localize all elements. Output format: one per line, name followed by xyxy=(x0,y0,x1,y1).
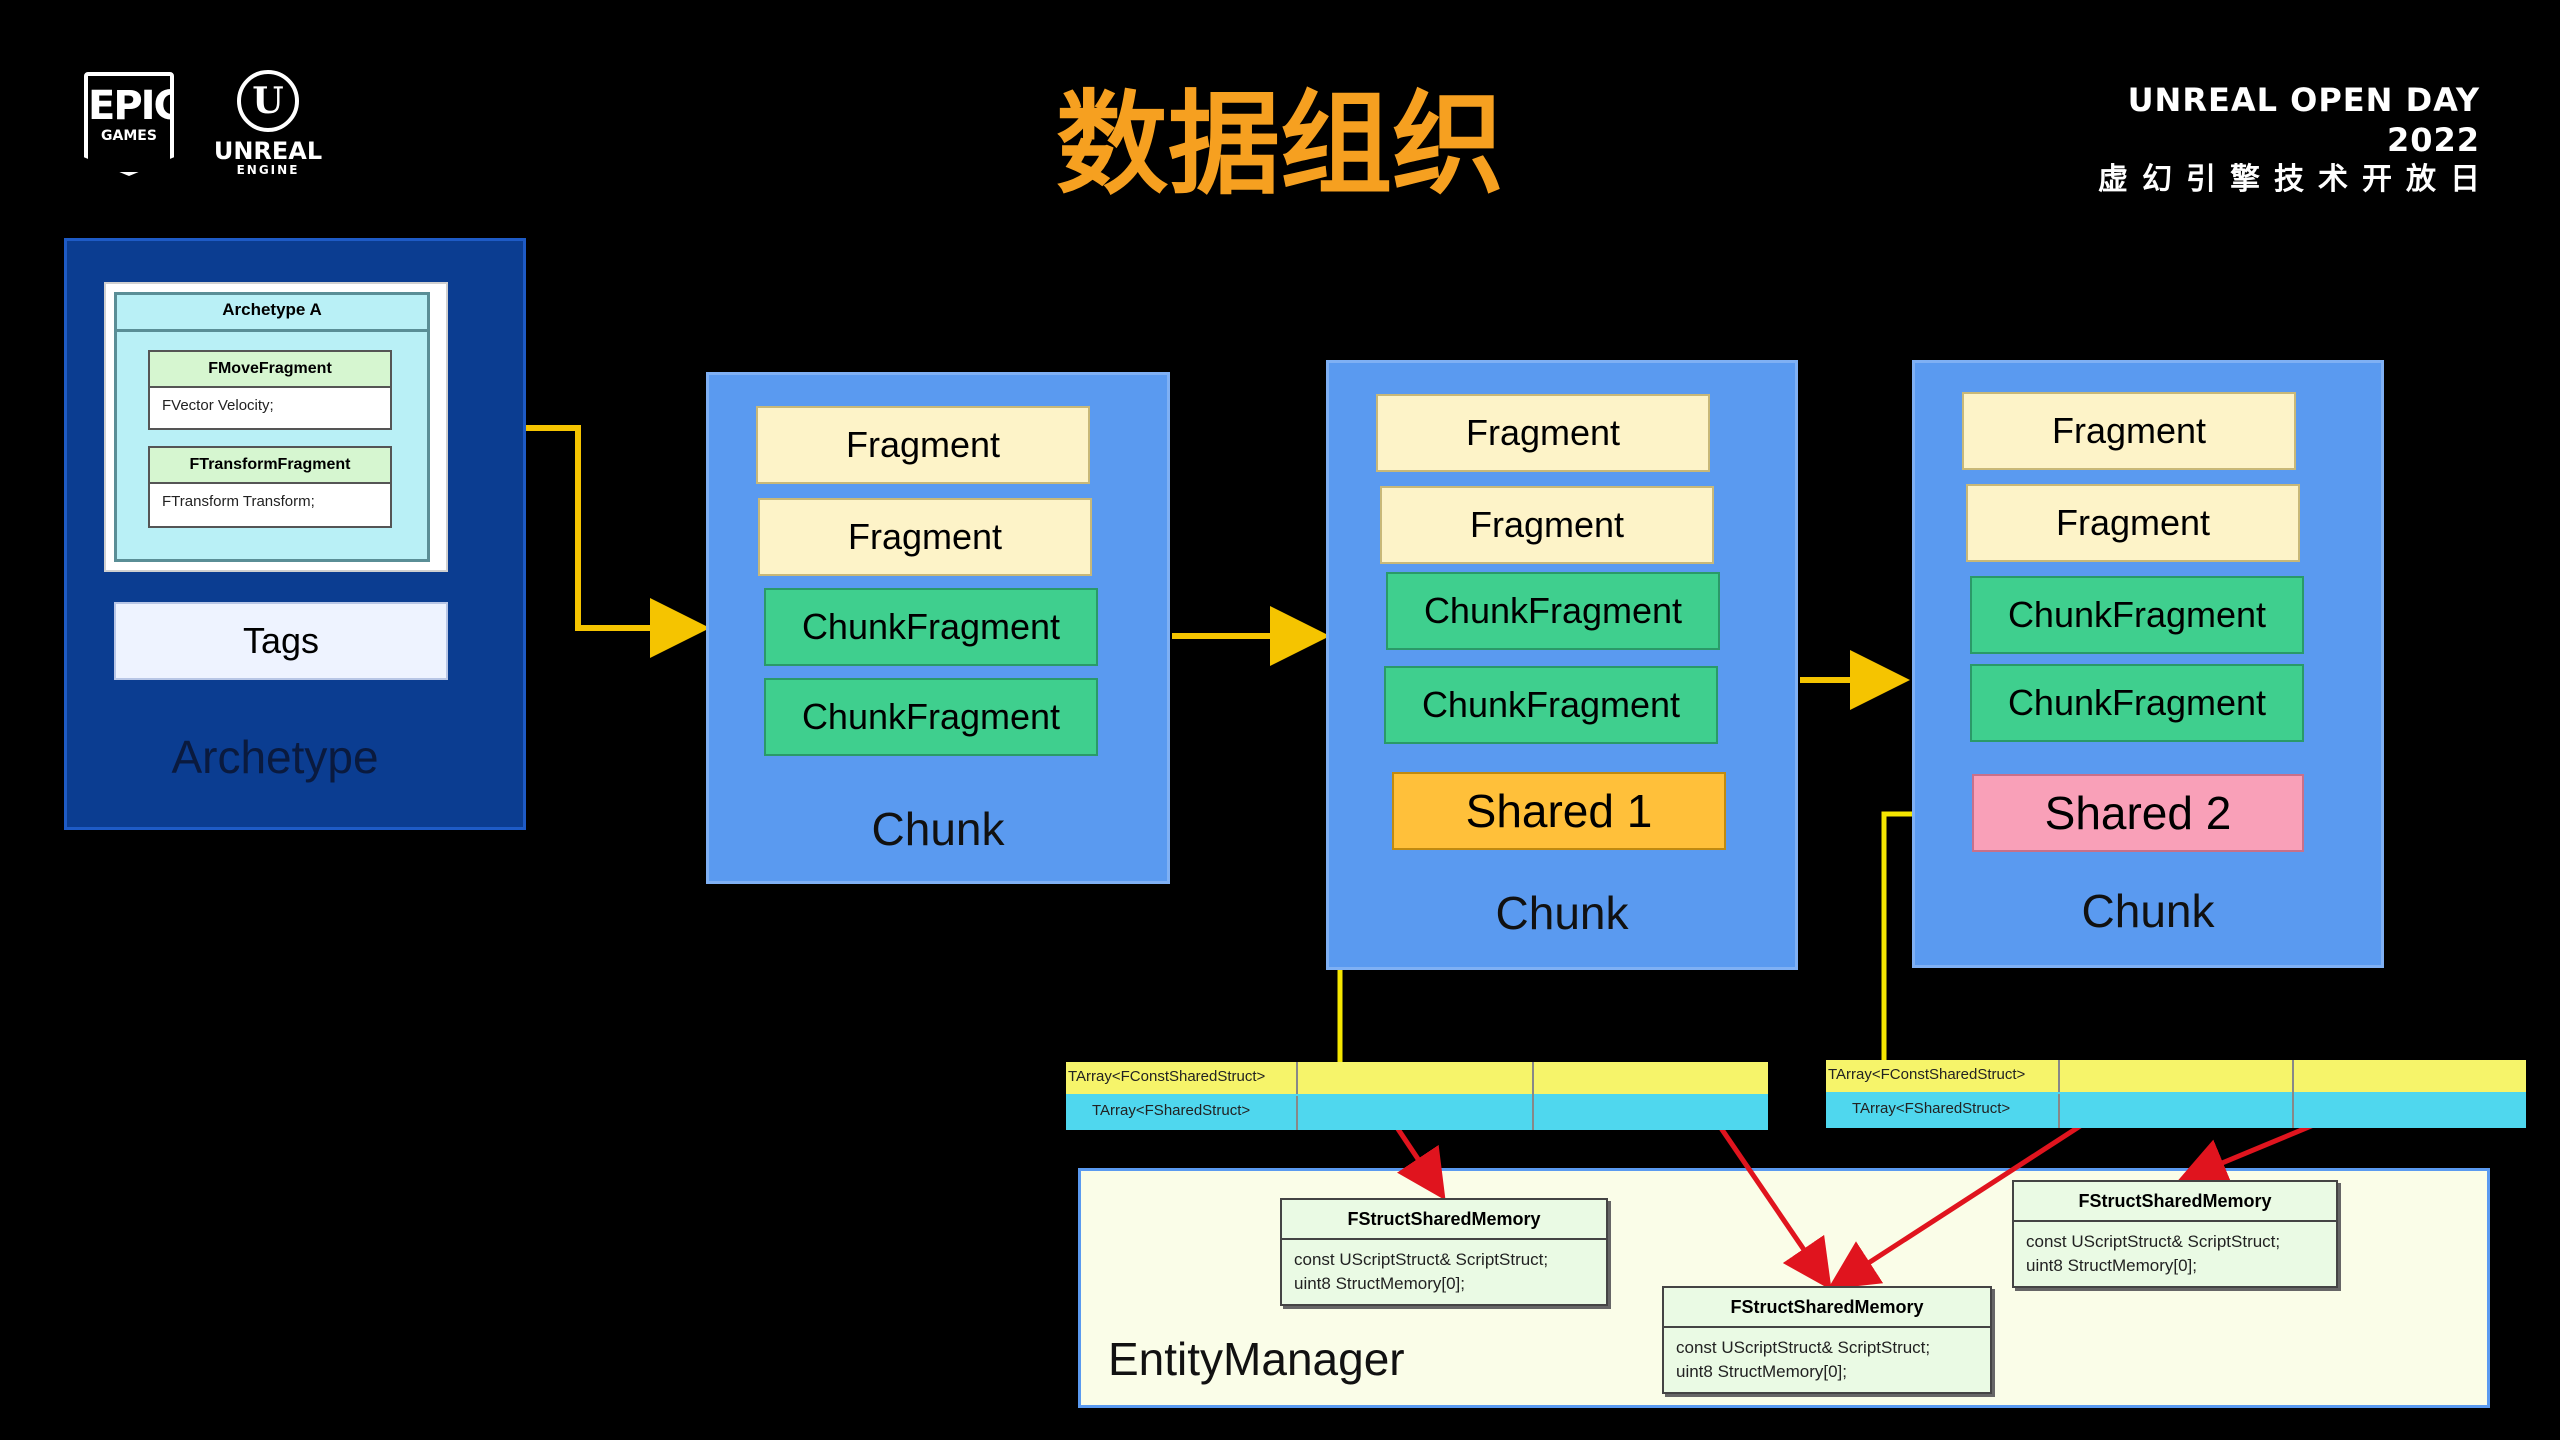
memory-field: const UScriptStruct& ScriptStruct; xyxy=(1676,1338,1931,1357)
memory-body: const UScriptStruct& ScriptStruct; uint8… xyxy=(1282,1240,1606,1304)
chunk-2-fragment: Fragment xyxy=(1376,394,1710,472)
event-name-zh: 虚幻引擎技术开放日 xyxy=(2098,162,2494,197)
fragment-field: FTransform Transform; xyxy=(162,493,315,510)
games-logo-text: GAMES xyxy=(101,128,157,144)
unreal-engine-logo: U UNREAL ENGINE xyxy=(198,70,338,182)
chunk-2-chunkfragment: ChunkFragment xyxy=(1386,572,1720,650)
chunk-2-label: Chunk xyxy=(1495,887,1629,939)
chunk-2-chunkfragment: ChunkFragment xyxy=(1384,666,1718,744)
epic-games-logo: EPIC GAMES xyxy=(84,72,174,176)
chunk-3-fragment: Fragment xyxy=(1966,484,2300,562)
fragment-name: FTransformFragment xyxy=(150,448,390,484)
chunk-1-fragment: Fragment xyxy=(758,498,1092,576)
tarray-shared-label: TArray<FSharedStruct> xyxy=(1092,1096,1298,1130)
chunk-1-fragment: Fragment xyxy=(756,406,1090,484)
engine-logo-text: ENGINE xyxy=(236,163,300,177)
shared-1-block: Shared 1 xyxy=(1392,772,1726,850)
tags-box: Tags xyxy=(114,602,448,680)
tarray-const-row: TArray<FConstSharedStruct> xyxy=(1826,1060,2526,1092)
archetype-label: Archetype xyxy=(171,731,379,783)
chunk-2-fragment: Fragment xyxy=(1380,486,1714,564)
tarray-divider xyxy=(1532,1094,1534,1130)
chunk-3-chunkfragment: ChunkFragment xyxy=(1970,576,2304,654)
unreal-logo-text: UNREAL xyxy=(213,137,323,165)
chunk-1-label: Chunk xyxy=(871,803,1005,855)
entity-manager-label: EntityManager xyxy=(1108,1333,1405,1385)
event-branding: UNREAL OPEN DAY 2022 虚幻引擎技术开放日 xyxy=(2060,80,2480,200)
slide-title: 数据组织 xyxy=(1056,80,1504,210)
tarray-divider xyxy=(1532,1062,1534,1094)
memory-name: FStructSharedMemory xyxy=(2014,1182,2336,1222)
struct-shared-memory-1: FStructSharedMemory const UScriptStruct&… xyxy=(1280,1198,1608,1306)
tarray-const-label: TArray<FConstSharedStruct> xyxy=(1068,1062,1298,1094)
ftransformfragment-box: FTransformFragment FTransform Transform; xyxy=(148,446,392,528)
event-name-en: UNREAL OPEN DAY 2022 xyxy=(2127,81,2480,159)
archetype-a-title: Archetype A xyxy=(114,292,430,332)
chunk-3-fragment: Fragment xyxy=(1962,392,2296,470)
memory-field: uint8 StructMemory[0]; xyxy=(1294,1274,1466,1293)
fragment-field: FVector Velocity; xyxy=(162,397,274,414)
memory-body: const UScriptStruct& ScriptStruct; uint8… xyxy=(1664,1328,1990,1392)
memory-field: const UScriptStruct& ScriptStruct; xyxy=(1294,1250,1549,1269)
tarray-const-row: TArray<FConstSharedStruct> xyxy=(1066,1062,1768,1094)
struct-shared-memory-3: FStructSharedMemory const UScriptStruct&… xyxy=(2012,1180,2338,1288)
unreal-mark-icon: U xyxy=(237,70,299,132)
memory-name: FStructSharedMemory xyxy=(1664,1288,1990,1328)
tarray-strip-2: TArray<FConstSharedStruct> TArray<FShare… xyxy=(1826,1060,2526,1128)
epic-logo-text: EPIC xyxy=(88,83,181,129)
shared-2-block: Shared 2 xyxy=(1972,774,2304,852)
tarray-shared-row: TArray<FSharedStruct> xyxy=(1066,1094,1768,1130)
memory-field: uint8 StructMemory[0]; xyxy=(1676,1362,1848,1381)
chunk-3-chunkfragment: ChunkFragment xyxy=(1970,664,2304,742)
tarray-divider xyxy=(2292,1060,2294,1092)
tarray-divider xyxy=(2292,1092,2294,1128)
fragment-name: FMoveFragment xyxy=(150,352,390,388)
tarray-const-label: TArray<FConstSharedStruct> xyxy=(1828,1060,2060,1092)
tarray-shared-label: TArray<FSharedStruct> xyxy=(1852,1094,2060,1128)
tarray-shared-row: TArray<FSharedStruct> xyxy=(1826,1092,2526,1128)
tarray-strip-1: TArray<FConstSharedStruct> TArray<FShare… xyxy=(1066,1062,1768,1130)
struct-shared-memory-2: FStructSharedMemory const UScriptStruct&… xyxy=(1662,1286,1992,1394)
memory-name: FStructSharedMemory xyxy=(1282,1200,1606,1240)
chunk-3-label: Chunk xyxy=(2081,885,2215,937)
fmovefragment-box: FMoveFragment FVector Velocity; xyxy=(148,350,392,430)
chunk-1-chunkfragment: ChunkFragment xyxy=(764,678,1098,756)
memory-field: const UScriptStruct& ScriptStruct; xyxy=(2026,1232,2281,1251)
memory-field: uint8 StructMemory[0]; xyxy=(2026,1256,2198,1275)
chunk-1-chunkfragment: ChunkFragment xyxy=(764,588,1098,666)
memory-body: const UScriptStruct& ScriptStruct; uint8… xyxy=(2014,1222,2336,1286)
